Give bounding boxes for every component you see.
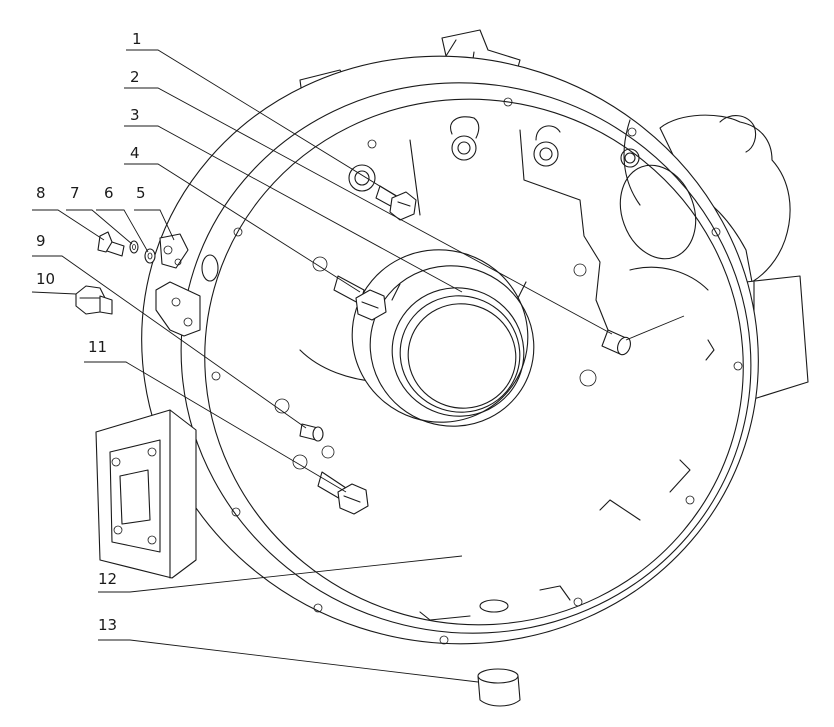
dowel-small bbox=[299, 423, 324, 442]
callout-labels: 1 2 3 4 5 6 7 8 9 10 11 12 13 bbox=[36, 30, 146, 634]
dowel-pin bbox=[601, 329, 631, 356]
callout-13: 13 bbox=[98, 616, 117, 634]
callout-10: 10 bbox=[36, 270, 55, 288]
callout-8: 8 bbox=[36, 184, 46, 202]
mounting-pad-left bbox=[95, 409, 197, 579]
callout-1: 1 bbox=[132, 30, 142, 48]
leader-lines bbox=[31, 49, 685, 683]
bolt-large bbox=[333, 275, 387, 321]
callout-4: 4 bbox=[130, 144, 140, 162]
callout-12: 12 bbox=[98, 570, 117, 588]
inner-bosses bbox=[274, 116, 640, 470]
callout-5: 5 bbox=[136, 184, 146, 202]
callout-7: 7 bbox=[70, 184, 80, 202]
callout-3: 3 bbox=[130, 106, 140, 124]
callout-2: 2 bbox=[130, 68, 140, 86]
callout-6: 6 bbox=[104, 184, 114, 202]
drain-plug bbox=[477, 668, 521, 707]
seal-ring-bore bbox=[351, 249, 535, 427]
callout-11: 11 bbox=[88, 338, 107, 356]
bolt-upper bbox=[375, 185, 417, 221]
exploded-small-parts bbox=[75, 231, 189, 315]
rim-bolt-holes bbox=[211, 97, 743, 645]
side-bracket bbox=[155, 254, 219, 337]
housing-inner-face bbox=[299, 119, 715, 621]
callout-9: 9 bbox=[36, 232, 46, 250]
